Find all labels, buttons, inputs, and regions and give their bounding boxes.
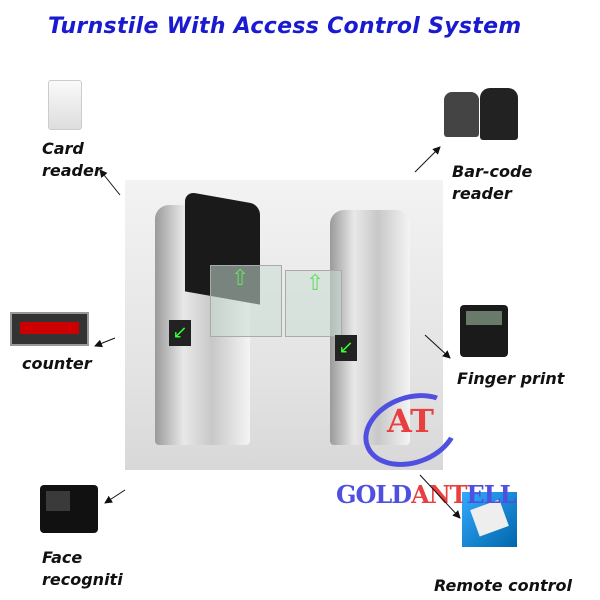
arrow-card-reader <box>99 169 121 196</box>
counter-label: counter <box>22 354 92 373</box>
entry-arrow-sign-icon: ↙ <box>169 320 191 346</box>
right-turnstile-post <box>330 210 410 445</box>
remote-control-label: Remote control <box>434 576 572 595</box>
arrow-remote-control <box>419 474 461 519</box>
left-glass-flap: ⇧ <box>210 265 282 337</box>
remote-control-image <box>462 492 517 547</box>
barcode-scanner-icon <box>444 92 479 137</box>
page-title: Turnstile With Access Control System <box>48 14 522 39</box>
arrow-barcode-reader <box>414 146 441 173</box>
arrow-face-recognition <box>104 489 126 504</box>
turnstile-image: ↙ ⇧ ⇧ ↙ <box>125 180 443 470</box>
counter-icon <box>10 312 89 346</box>
goldantell-logo-text: GOLDANTELL <box>336 480 517 509</box>
face-recognition-device-icon <box>40 485 98 533</box>
goldantell-logo: AT <box>352 380 470 480</box>
right-glass-flap: ⇧ <box>285 270 342 337</box>
card-reader-icon <box>48 80 82 130</box>
arrow-finger-print <box>424 334 451 359</box>
finger-print-label: Finger print <box>457 369 565 388</box>
arrow-counter <box>94 337 116 348</box>
exit-arrow-sign-icon: ↙ <box>335 335 357 361</box>
barcode-scanner-2-icon <box>480 88 518 140</box>
fingerprint-reader-icon <box>460 305 508 357</box>
